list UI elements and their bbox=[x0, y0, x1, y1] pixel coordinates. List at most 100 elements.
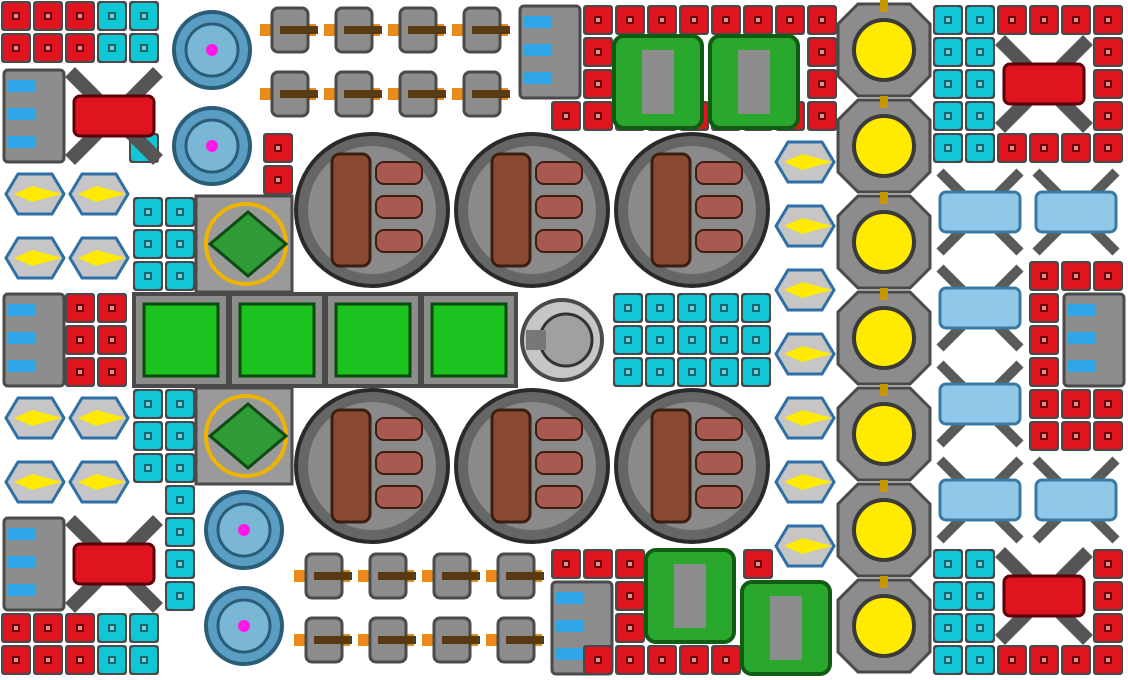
cyan-armor-block-icon[interactable] bbox=[933, 133, 963, 163]
red-armor-block-icon[interactable] bbox=[1, 1, 31, 31]
cyan-armor-block-icon[interactable] bbox=[933, 69, 963, 99]
cyan-armor-block-icon[interactable] bbox=[165, 197, 195, 227]
red-armor-block-icon[interactable] bbox=[1, 33, 31, 63]
red-armor-block-icon[interactable] bbox=[615, 645, 645, 675]
reactor-core-icon[interactable] bbox=[836, 0, 932, 98]
autocannon-icon[interactable] bbox=[260, 6, 318, 54]
cyan-armor-block-icon[interactable] bbox=[965, 645, 995, 675]
red-armor-block-icon[interactable] bbox=[1029, 261, 1059, 291]
fighter-hangar-icon[interactable] bbox=[194, 194, 294, 294]
autocannon-icon[interactable] bbox=[294, 616, 352, 664]
cyan-armor-block-icon[interactable] bbox=[965, 5, 995, 35]
fuel-tank-icon[interactable] bbox=[614, 388, 770, 544]
cyan-armor-block-icon[interactable] bbox=[741, 325, 771, 355]
laser-turret-icon[interactable] bbox=[4, 172, 66, 216]
cyan-armor-block-icon[interactable] bbox=[133, 389, 163, 419]
red-armor-block-icon[interactable] bbox=[1093, 101, 1123, 131]
green-pipe-icon[interactable] bbox=[644, 548, 736, 644]
autocannon-icon[interactable] bbox=[422, 616, 480, 664]
red-armor-block-icon[interactable] bbox=[1093, 421, 1123, 451]
fuel-tank-icon[interactable] bbox=[454, 388, 610, 544]
cyan-armor-block-icon[interactable] bbox=[613, 325, 643, 355]
cyan-armor-block-icon[interactable] bbox=[933, 581, 963, 611]
cyan-armor-block-icon[interactable] bbox=[613, 293, 643, 323]
cyan-armor-block-icon[interactable] bbox=[677, 357, 707, 387]
red-armor-block-icon[interactable] bbox=[711, 645, 741, 675]
cyan-armor-block-icon[interactable] bbox=[97, 33, 127, 63]
red-armor-block-icon[interactable] bbox=[743, 549, 773, 579]
red-armor-block-icon[interactable] bbox=[1061, 389, 1091, 419]
fuel-tank-icon[interactable] bbox=[294, 132, 450, 288]
red-armor-block-icon[interactable] bbox=[807, 101, 837, 131]
fuel-tank-icon[interactable] bbox=[614, 132, 770, 288]
cyan-armor-block-icon[interactable] bbox=[677, 293, 707, 323]
red-armor-block-icon[interactable] bbox=[1029, 293, 1059, 323]
laser-turret-icon[interactable] bbox=[4, 460, 66, 504]
red-armor-block-icon[interactable] bbox=[97, 357, 127, 387]
red-armor-block-icon[interactable] bbox=[65, 33, 95, 63]
cyan-armor-block-icon[interactable] bbox=[933, 645, 963, 675]
cyan-armor-block-icon[interactable] bbox=[965, 581, 995, 611]
green-pipe-icon[interactable] bbox=[740, 580, 832, 676]
red-armor-block-icon[interactable] bbox=[1029, 645, 1059, 675]
cyan-armor-block-icon[interactable] bbox=[129, 33, 159, 63]
autocannon-icon[interactable] bbox=[388, 70, 446, 118]
cockpit-icon[interactable] bbox=[520, 298, 604, 382]
laser-turret-icon[interactable] bbox=[4, 236, 66, 280]
cyan-armor-block-icon[interactable] bbox=[165, 549, 195, 579]
cyan-armor-block-icon[interactable] bbox=[97, 1, 127, 31]
fuel-tank-icon[interactable] bbox=[454, 132, 610, 288]
autocannon-icon[interactable] bbox=[294, 552, 352, 600]
green-pipe-icon[interactable] bbox=[708, 34, 800, 130]
ion-engine-icon[interactable] bbox=[1032, 168, 1120, 256]
fuel-tank-icon[interactable] bbox=[294, 388, 450, 544]
cyan-armor-block-icon[interactable] bbox=[965, 613, 995, 643]
ion-engine-icon[interactable] bbox=[936, 168, 1024, 256]
thruster-icon[interactable] bbox=[1062, 292, 1126, 388]
red-armor-block-icon[interactable] bbox=[1061, 645, 1091, 675]
red-armor-block-icon[interactable] bbox=[33, 1, 63, 31]
autocannon-icon[interactable] bbox=[324, 70, 382, 118]
cyan-armor-block-icon[interactable] bbox=[677, 325, 707, 355]
cyan-armor-block-icon[interactable] bbox=[645, 293, 675, 323]
red-armor-block-icon[interactable] bbox=[65, 1, 95, 31]
red-armor-block-icon[interactable] bbox=[1093, 5, 1123, 35]
red-armor-block-icon[interactable] bbox=[615, 581, 645, 611]
red-armor-block-icon[interactable] bbox=[1029, 421, 1059, 451]
cyan-armor-block-icon[interactable] bbox=[165, 229, 195, 259]
reactor-core-icon[interactable] bbox=[836, 576, 932, 674]
red-armor-block-icon[interactable] bbox=[1093, 69, 1123, 99]
red-armor-block-icon[interactable] bbox=[1093, 645, 1123, 675]
autocannon-icon[interactable] bbox=[324, 6, 382, 54]
laser-turret-icon[interactable] bbox=[774, 332, 836, 376]
autocannon-icon[interactable] bbox=[358, 552, 416, 600]
reactor-core-icon[interactable] bbox=[836, 192, 932, 290]
red-armor-block-icon[interactable] bbox=[583, 101, 613, 131]
red-armor-block-icon[interactable] bbox=[807, 5, 837, 35]
red-armor-block-icon[interactable] bbox=[97, 325, 127, 355]
red-turret-icon[interactable] bbox=[65, 515, 163, 613]
red-armor-block-icon[interactable] bbox=[1029, 5, 1059, 35]
laser-turret-icon[interactable] bbox=[774, 396, 836, 440]
laser-turret-icon[interactable] bbox=[4, 396, 66, 440]
autocannon-icon[interactable] bbox=[358, 616, 416, 664]
red-armor-block-icon[interactable] bbox=[583, 69, 613, 99]
red-armor-block-icon[interactable] bbox=[65, 645, 95, 675]
cargo-bay-icon[interactable] bbox=[324, 292, 422, 388]
autocannon-icon[interactable] bbox=[486, 552, 544, 600]
cyan-armor-block-icon[interactable] bbox=[133, 421, 163, 451]
red-armor-block-icon[interactable] bbox=[1093, 581, 1123, 611]
red-armor-block-icon[interactable] bbox=[263, 165, 293, 195]
cyan-armor-block-icon[interactable] bbox=[741, 293, 771, 323]
red-armor-block-icon[interactable] bbox=[1093, 549, 1123, 579]
red-armor-block-icon[interactable] bbox=[1029, 357, 1059, 387]
red-armor-block-icon[interactable] bbox=[583, 645, 613, 675]
ion-engine-icon[interactable] bbox=[936, 360, 1024, 448]
red-armor-block-icon[interactable] bbox=[33, 613, 63, 643]
shield-generator-icon[interactable] bbox=[204, 490, 284, 570]
red-armor-block-icon[interactable] bbox=[1093, 389, 1123, 419]
autocannon-icon[interactable] bbox=[388, 6, 446, 54]
cargo-bay-icon[interactable] bbox=[228, 292, 326, 388]
red-armor-block-icon[interactable] bbox=[743, 5, 773, 35]
ion-engine-icon[interactable] bbox=[936, 264, 1024, 352]
